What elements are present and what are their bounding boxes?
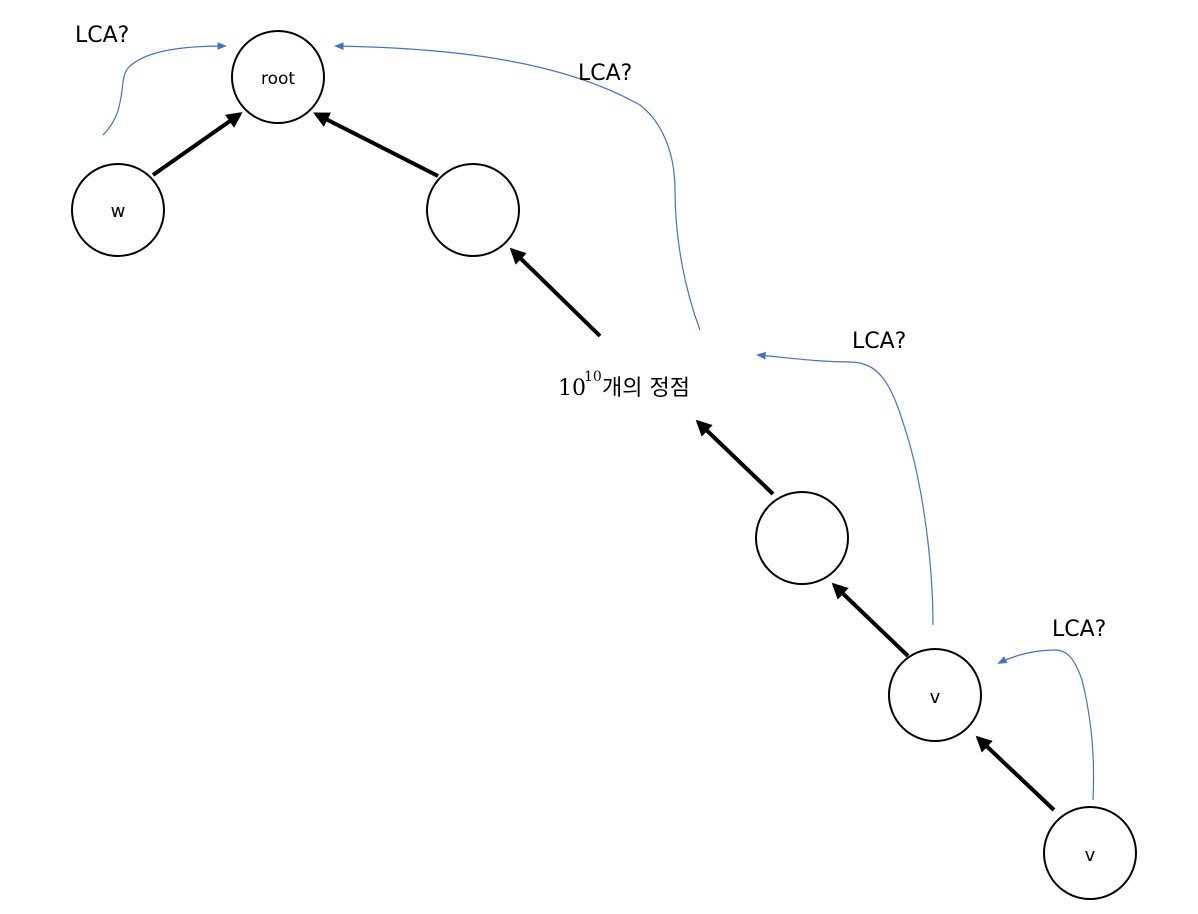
node-root: root	[231, 30, 325, 124]
lca-label-4: LCA?	[1052, 617, 1106, 642]
node-v1-label: v	[930, 687, 941, 708]
query-curve-v1-count	[756, 351, 934, 626]
lca-label-2: LCA?	[578, 61, 632, 86]
tree-nodes: root w v v	[71, 30, 1137, 900]
edge-v2-v1	[975, 735, 1056, 812]
node-root-label: root	[261, 69, 295, 89]
node-w: w	[71, 163, 165, 257]
edge-w-root	[151, 112, 243, 177]
vertex-count-exponent: 10	[584, 369, 602, 385]
node-v2-label: v	[1085, 845, 1096, 866]
tree-edges	[151, 112, 1056, 812]
lca-label-1: LCA?	[75, 23, 129, 48]
edge-mid-root	[313, 112, 439, 178]
query-curve-count-root	[334, 42, 701, 331]
query-curve-v2-v1	[997, 649, 1095, 801]
node-w-label: w	[111, 201, 126, 222]
edge-lowermid-count	[695, 419, 775, 496]
vertex-count-suffix: 개의 정점	[602, 376, 690, 401]
node-v1: v	[888, 648, 982, 742]
edge-v1-lowermid	[831, 582, 910, 658]
vertex-count-label: 10 10 개의 정점	[558, 369, 690, 401]
edge-count-mid	[509, 247, 602, 338]
lca-labels: LCA? LCA? LCA? LCA?	[75, 23, 1106, 642]
node-lower-mid	[755, 491, 849, 585]
lca-label-3: LCA?	[852, 329, 906, 354]
node-v2: v	[1043, 806, 1137, 900]
node-upper-mid	[426, 163, 520, 257]
query-curve-w-root	[102, 42, 227, 136]
vertex-count-base: 10	[558, 376, 586, 401]
query-curves	[102, 42, 1095, 801]
